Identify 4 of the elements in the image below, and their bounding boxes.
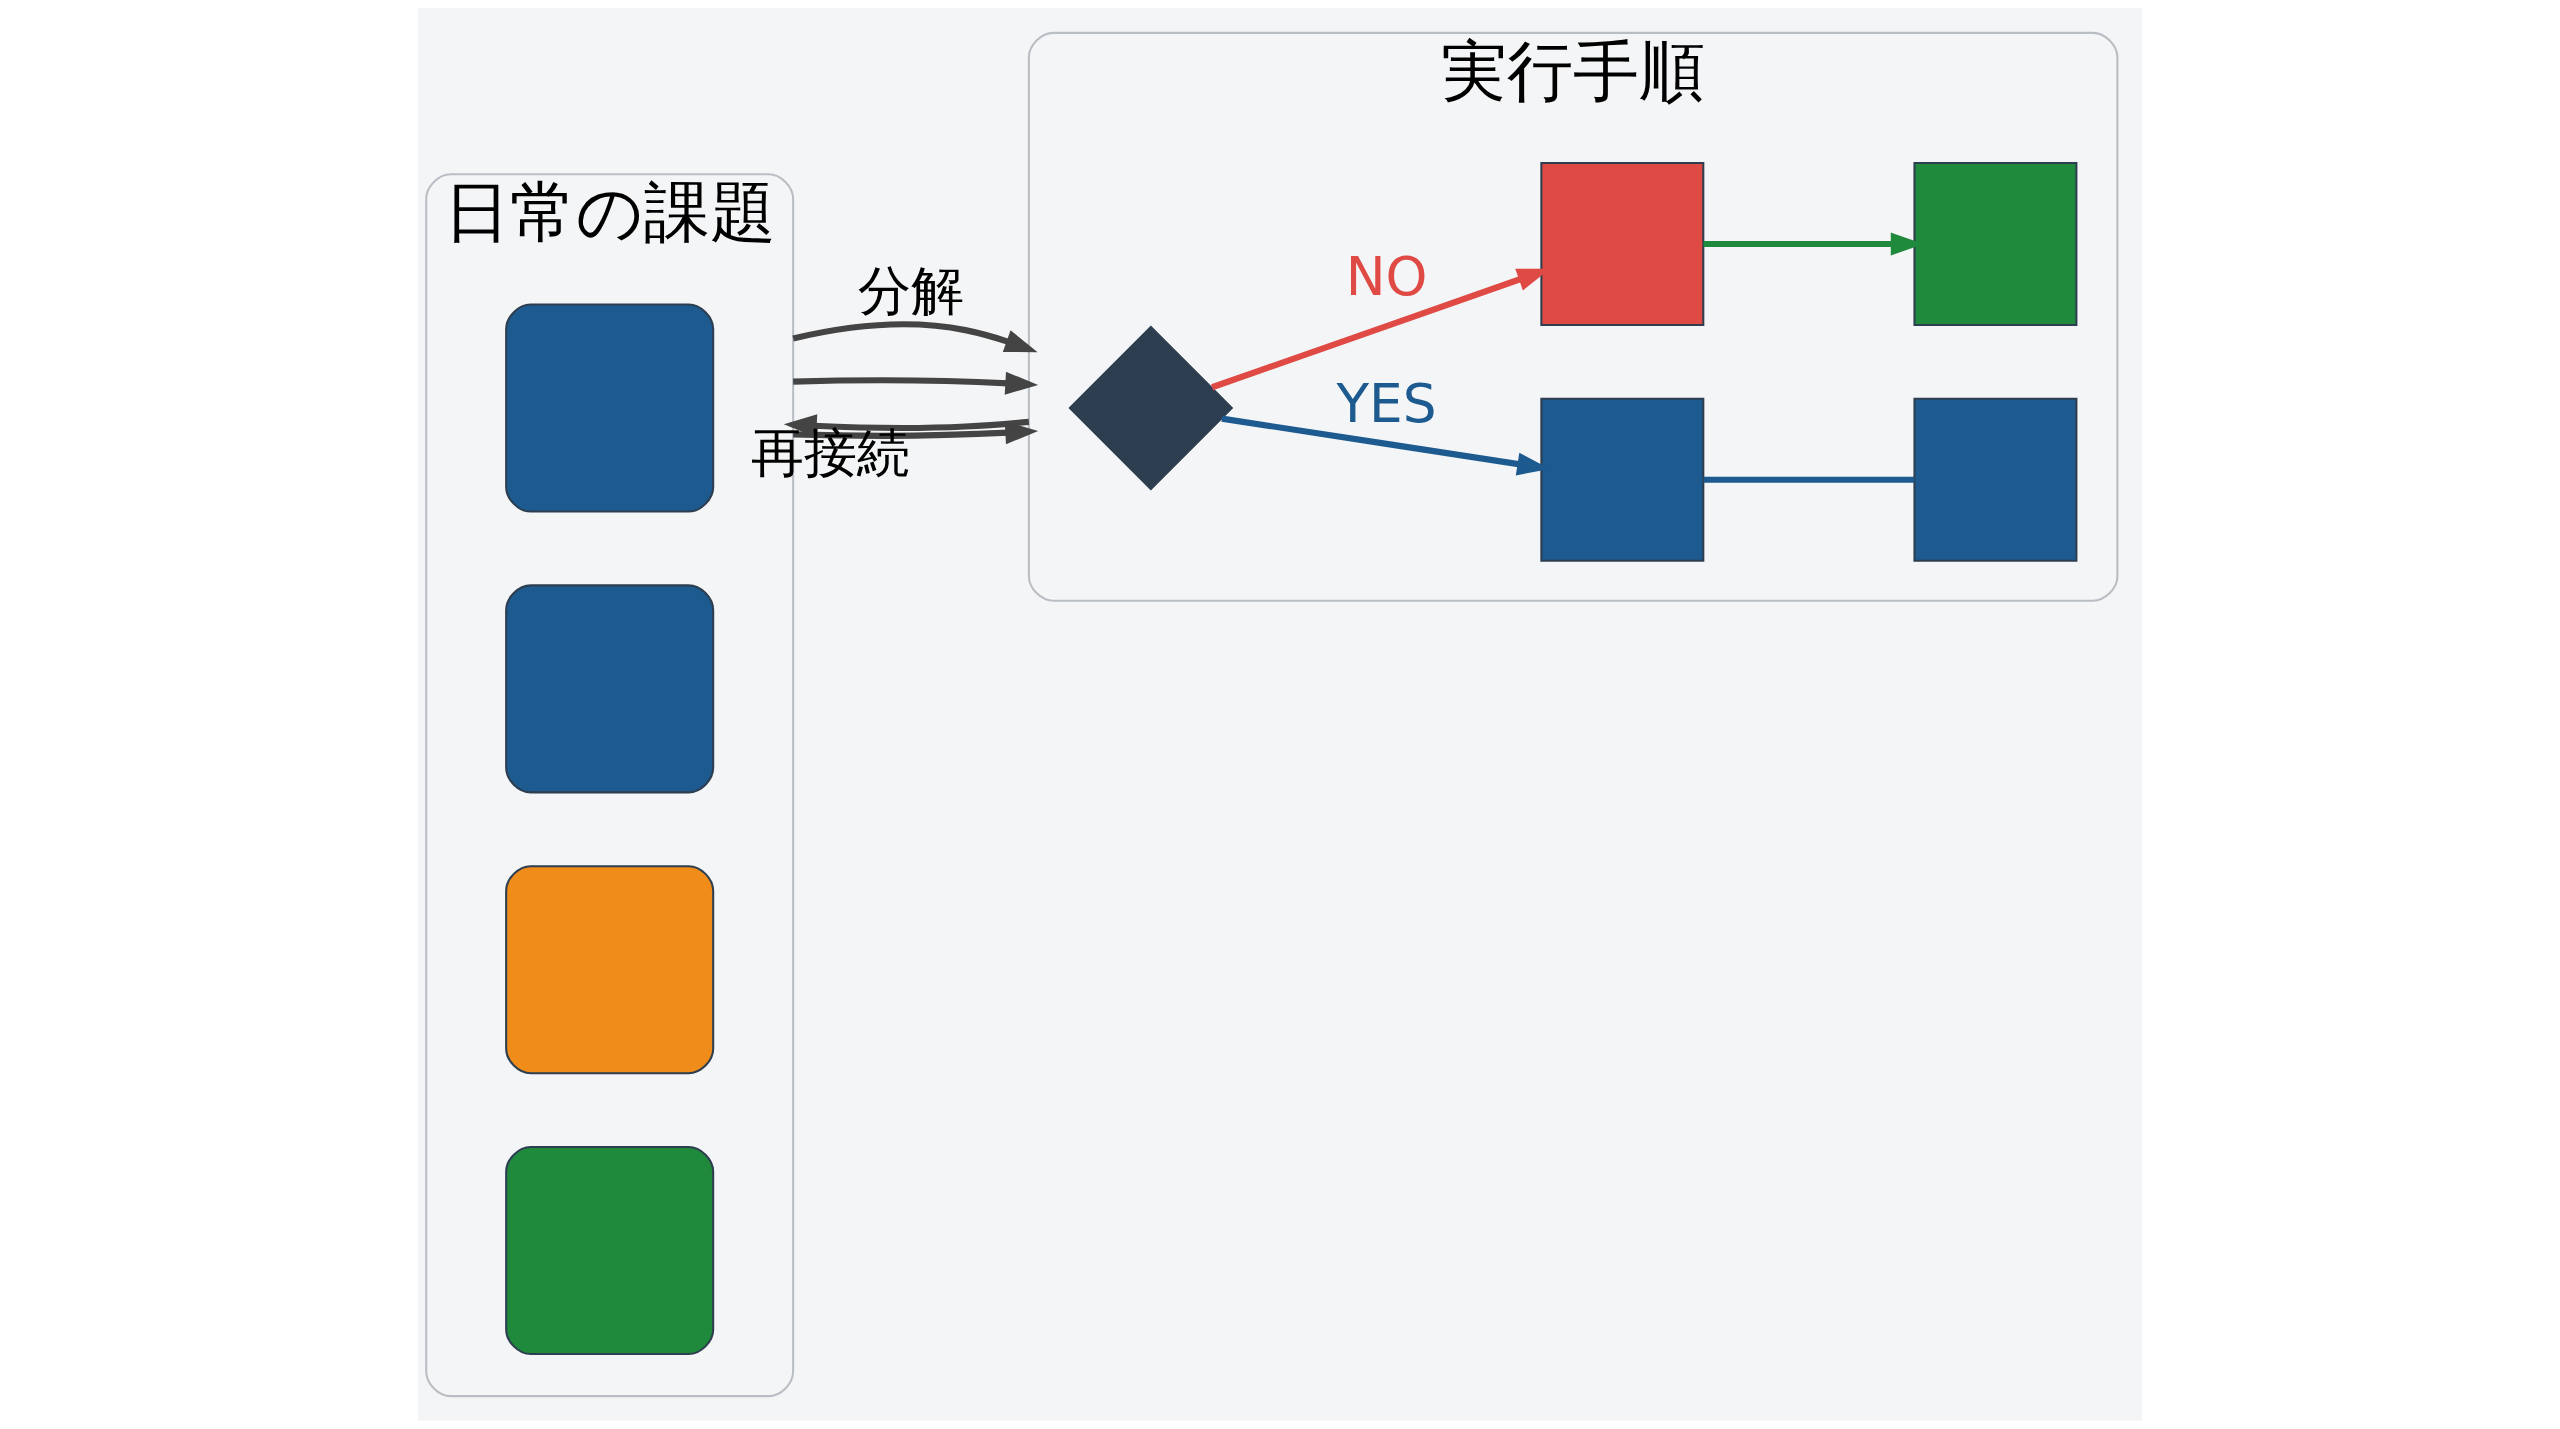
- edge-label: NO: [1345, 245, 1428, 308]
- edge-label: 分解: [858, 260, 965, 323]
- edge-label: 再接続: [750, 421, 910, 484]
- edge-label: YES: [1336, 372, 1437, 435]
